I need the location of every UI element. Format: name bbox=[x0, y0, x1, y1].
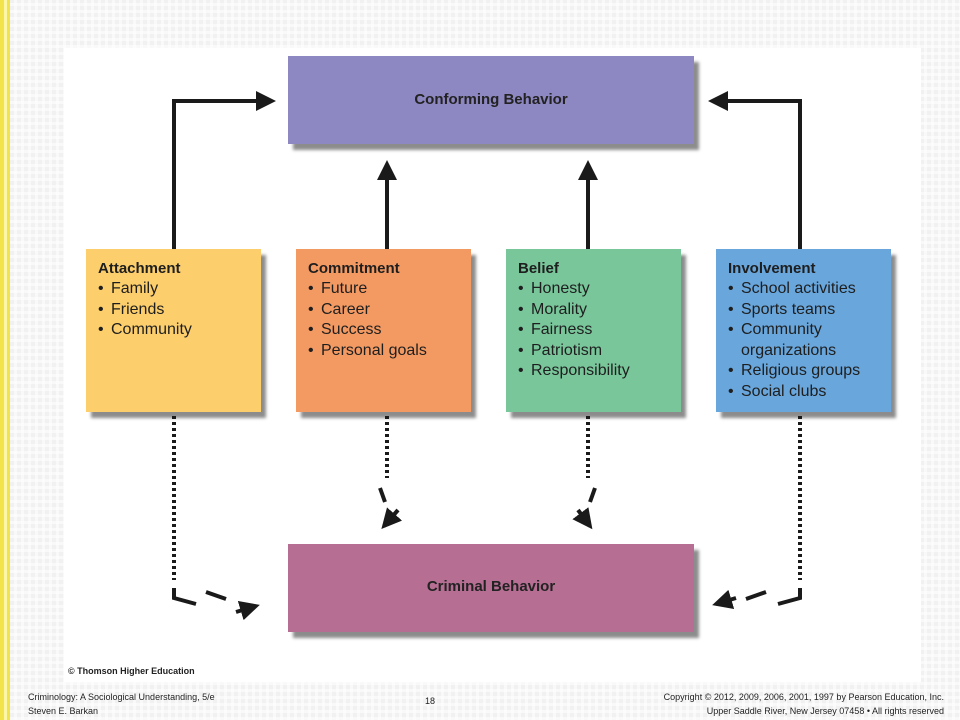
attachment-box: Attachment Family Friends Community bbox=[86, 249, 261, 412]
commitment-item: Career bbox=[308, 300, 459, 321]
involvement-item: Social clubs bbox=[728, 382, 879, 403]
involvement-item: Religious groups bbox=[728, 361, 879, 382]
involvement-to-criminal-arrow bbox=[712, 589, 737, 609]
left-stripe bbox=[0, 0, 10, 720]
attachment-item: Community bbox=[98, 320, 249, 341]
belief-box: Belief Honesty Morality Fairness Patriot… bbox=[506, 249, 681, 412]
commitment-to-criminal-dash bbox=[378, 487, 387, 503]
page-number: 18 bbox=[424, 696, 435, 706]
commitment-to-criminal-arrow bbox=[381, 507, 403, 530]
commitment-item: Personal goals bbox=[308, 341, 459, 362]
belief-to-criminal-arrow bbox=[572, 507, 593, 530]
belief-item: Honesty bbox=[518, 279, 669, 300]
commitment-item: Future bbox=[308, 279, 459, 300]
involvement-to-criminal-dash bbox=[745, 590, 767, 601]
attachment-to-criminal-dash bbox=[205, 590, 227, 601]
attachment-item: Friends bbox=[98, 300, 249, 321]
footer-author: Steven E. Barkan bbox=[28, 706, 99, 716]
involvement-title: Involvement bbox=[728, 260, 816, 277]
belief-item: Fairness bbox=[518, 320, 669, 341]
footer-right: Copyright © 2012, 2009, 2006, 2001, 1997… bbox=[664, 690, 944, 718]
belief-title: Belief bbox=[518, 260, 559, 277]
attachment-title: Attachment bbox=[98, 260, 181, 277]
commitment-box: Commitment Future Career Success Persona… bbox=[296, 249, 471, 412]
belief-item: Responsibility bbox=[518, 361, 669, 382]
criminal-behavior-box: Criminal Behavior bbox=[288, 544, 694, 632]
footer-left: Criminology: A Sociological Understandin… bbox=[28, 690, 215, 718]
credit-text: © Thomson Higher Education bbox=[68, 666, 195, 676]
footer-rights: Upper Saddle River, New Jersey 07458 • A… bbox=[706, 706, 944, 716]
belief-to-criminal-dash bbox=[588, 487, 597, 503]
involvement-to-criminal-dash bbox=[777, 588, 802, 606]
attachment-item: Family bbox=[98, 279, 249, 300]
belief-item: Patriotism bbox=[518, 341, 669, 362]
involvement-item: Sports teams bbox=[728, 300, 879, 321]
conforming-behavior-label: Conforming Behavior bbox=[414, 91, 568, 108]
involvement-item: Community organizations bbox=[728, 320, 879, 361]
footer-copyright: Copyright © 2012, 2009, 2006, 2001, 1997… bbox=[663, 692, 944, 702]
involvement-box: Involvement School activities Sports tea… bbox=[716, 249, 891, 412]
belief-item: Morality bbox=[518, 300, 669, 321]
involvement-item: School activities bbox=[728, 279, 879, 300]
commitment-title: Commitment bbox=[308, 260, 400, 277]
attachment-to-conforming-arrow bbox=[172, 91, 276, 249]
attachment-to-criminal-dash bbox=[172, 588, 197, 606]
commitment-item: Success bbox=[308, 320, 459, 341]
involvement-to-conforming-arrow bbox=[708, 91, 802, 249]
attachment-to-criminal-arrow bbox=[235, 601, 260, 621]
conforming-behavior-box: Conforming Behavior bbox=[288, 56, 694, 144]
criminal-behavior-label: Criminal Behavior bbox=[426, 578, 556, 595]
footer-book-title: Criminology: A Sociological Understandin… bbox=[28, 692, 215, 702]
